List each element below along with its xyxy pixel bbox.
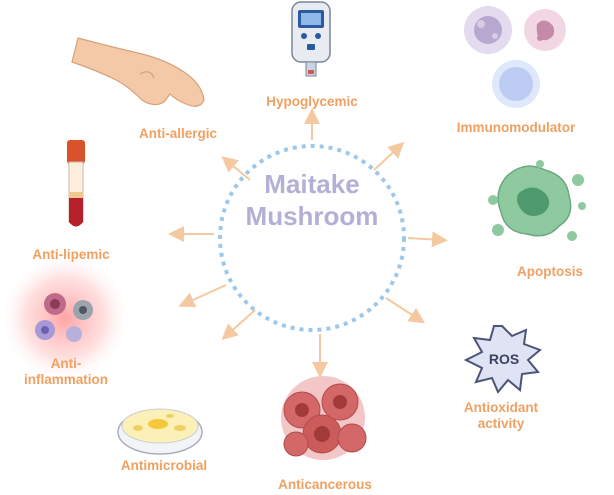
center-ring bbox=[218, 144, 406, 332]
apoptotic-cell-icon bbox=[488, 160, 586, 241]
center-title-line1: Maitake bbox=[264, 169, 360, 199]
label-antioxidant: Antioxidant activity bbox=[446, 400, 556, 432]
label-antioxidant-line1: Antioxidant bbox=[463, 400, 539, 415]
label-antioxidant-line2: activity bbox=[477, 416, 525, 431]
glucometer-icon bbox=[291, 1, 331, 77]
arrow-antimicrobial bbox=[221, 309, 256, 341]
label-immunomodulator: Immunomodulator bbox=[456, 120, 576, 135]
label-anticancerous: Anticancerous bbox=[278, 477, 372, 492]
label-antimicrobial: Antimicrobial bbox=[120, 458, 208, 473]
label-antiinflammation-line2: inflammation bbox=[23, 372, 108, 387]
arrow-immunomodulator bbox=[373, 141, 405, 171]
immune-cells-icon bbox=[464, 6, 566, 108]
label-antiallergic: Anti-allergic bbox=[138, 126, 217, 141]
ros-label: ROS bbox=[489, 351, 519, 367]
label-antiinflammation-line1: Anti- bbox=[50, 356, 82, 371]
petri-dish-icon bbox=[117, 408, 203, 455]
arrow-antiinflammation bbox=[178, 284, 227, 308]
arrow-antiallergic bbox=[221, 156, 251, 181]
tumor-cells-icon bbox=[281, 376, 367, 460]
blood-tube-icon bbox=[67, 140, 85, 227]
arrows bbox=[168, 108, 448, 378]
label-antiinflammation: Anti- inflammation bbox=[6, 356, 126, 388]
label-antilipemic: Anti-lipemic bbox=[32, 247, 110, 262]
inflamed-cells-icon bbox=[0, 252, 131, 384]
arrow-apoptosis bbox=[407, 231, 448, 248]
center-title-line2: Mushroom bbox=[245, 201, 379, 231]
ros-burst-icon bbox=[463, 325, 542, 394]
label-hypoglycemic: Hypoglycemic bbox=[266, 94, 358, 109]
center-title: Maitake Mushroom bbox=[222, 168, 402, 232]
label-apoptosis: Apoptosis bbox=[517, 264, 583, 279]
hand-icon bbox=[71, 37, 205, 107]
arrow-antioxidant bbox=[385, 297, 426, 324]
